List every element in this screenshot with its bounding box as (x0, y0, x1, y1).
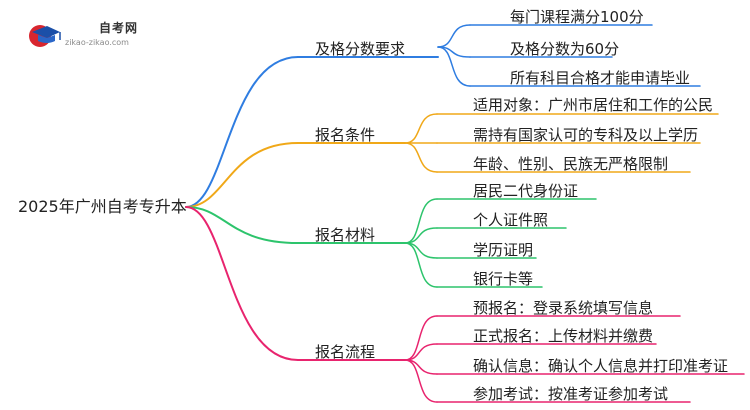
leaf-connector (404, 142, 438, 173)
leaf-text: 个人证件照 (473, 211, 549, 229)
leaf-connector (404, 315, 438, 361)
branch-label-score: 及格分数要求 (315, 40, 406, 58)
leaf-text: 学历证明 (473, 241, 534, 259)
graduation-cap-icon (29, 25, 61, 47)
leaf-text: 及格分数为60分 (510, 40, 620, 58)
logo-name: 自考网 (99, 21, 139, 35)
leaf-text: 年龄、性别、民族无严格限制 (473, 155, 669, 173)
leaf-connector (404, 242, 438, 288)
leaf-connector (404, 113, 438, 144)
leaf-text: 正式报名：上传材料并缴费 (473, 327, 654, 345)
leaf-text: 确认信息：确认个人信息并打印准考证 (473, 357, 729, 375)
leaf-connector (437, 24, 471, 48)
leaf-text: 每门课程满分100分 (510, 8, 644, 26)
branch-connector (185, 206, 299, 361)
branch-connector (185, 56, 299, 208)
leaf-text: 银行卡等 (473, 270, 534, 288)
root-topic: 2025年广州自考专升本 (18, 197, 187, 216)
leaf-connector (404, 227, 438, 244)
leaf-text: 预报名：登录系统填写信息 (473, 299, 654, 317)
leaf-text: 适用对象：广州市居住和工作的公民 (473, 96, 714, 114)
leaf-connector (404, 343, 438, 361)
branch-connector (185, 142, 299, 208)
leaf-connector (404, 242, 438, 259)
leaf-connector (404, 198, 438, 244)
leaf-text: 所有科目合格才能申请毕业 (510, 69, 691, 87)
edges (185, 24, 745, 403)
branch-label-material: 报名材料 (315, 226, 376, 244)
branch-connector (185, 206, 299, 244)
branch-label-process: 报名流程 (315, 343, 376, 361)
leaf-text: 需持有国家认可的专科及以上学历 (473, 126, 699, 144)
leaf-connector (404, 359, 438, 403)
logo: 自考网 zikao-zikao.com (27, 16, 157, 52)
branch-label-condition: 报名条件 (315, 126, 376, 144)
logo-domain: zikao-zikao.com (65, 38, 129, 47)
leaf-connector (437, 46, 471, 87)
leaf-text: 参加考试：按准考证参加考试 (473, 385, 669, 403)
leaf-text: 居民二代身份证 (473, 182, 579, 200)
